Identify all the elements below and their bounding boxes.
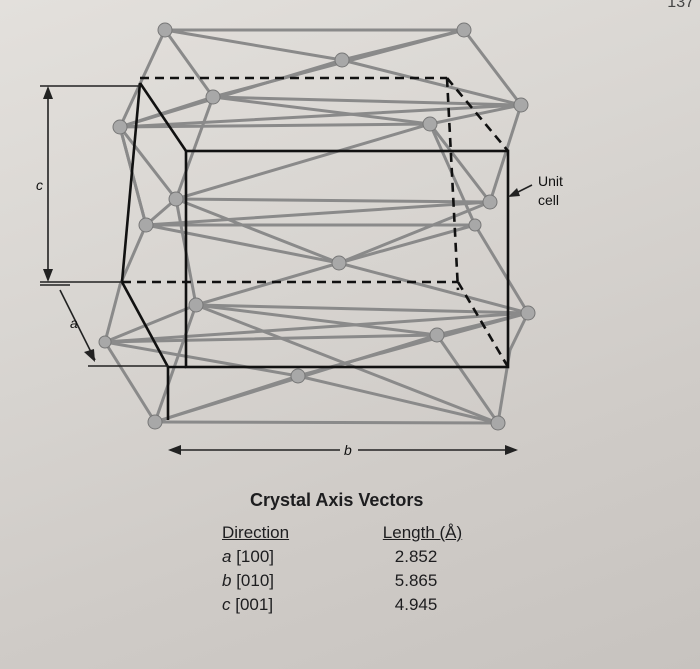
atoms [98,22,536,431]
table-row: a [100] 2.852 [210,545,500,569]
dimension-arrowheads [43,86,520,455]
lattice-rods [103,28,530,425]
direction-cell: c [001] [210,593,383,617]
direction-letter: b [222,571,232,590]
crystal-axis-table-block: Crystal Axis Vectors Direction Length (Å… [210,490,500,617]
length-header: Length (Å) [382,523,463,542]
length-cell: 5.865 [394,571,438,590]
direction-letter: c [222,595,231,614]
dimension-lines [40,85,533,451]
c-axis-label: c [36,177,43,193]
direction-cell: a [100] [210,545,383,569]
table-header-row: Direction Length (Å) [210,523,500,545]
unit-cell-label-line1: Unit [538,173,563,189]
direction-index: [001] [235,595,274,614]
unit-cell-hidden-edges [122,76,510,368]
unit-cell-outline [120,82,510,420]
page-number: 137 [667,0,694,11]
direction-letter: a [222,547,232,566]
direction-index: [010] [236,571,275,590]
direction-header: Direction [222,523,290,542]
length-cell: 2.852 [394,547,438,566]
crystal-axis-table: Direction Length (Å) a [100] 2.852 b [01… [210,523,500,617]
table-title: Crystal Axis Vectors [250,490,424,510]
table-row: b [010] 5.865 [210,569,500,593]
b-axis-label: b [344,442,352,458]
unit-cell-label-line2: cell [538,192,559,208]
crystal-lattice-figure: c a b Unit cell [36,22,563,458]
direction-index: [100] [236,547,275,566]
length-cell: 4.945 [394,595,438,614]
direction-cell: b [010] [210,569,383,593]
a-axis-label: a [70,315,78,331]
table-row: c [001] 4.945 [210,593,500,617]
